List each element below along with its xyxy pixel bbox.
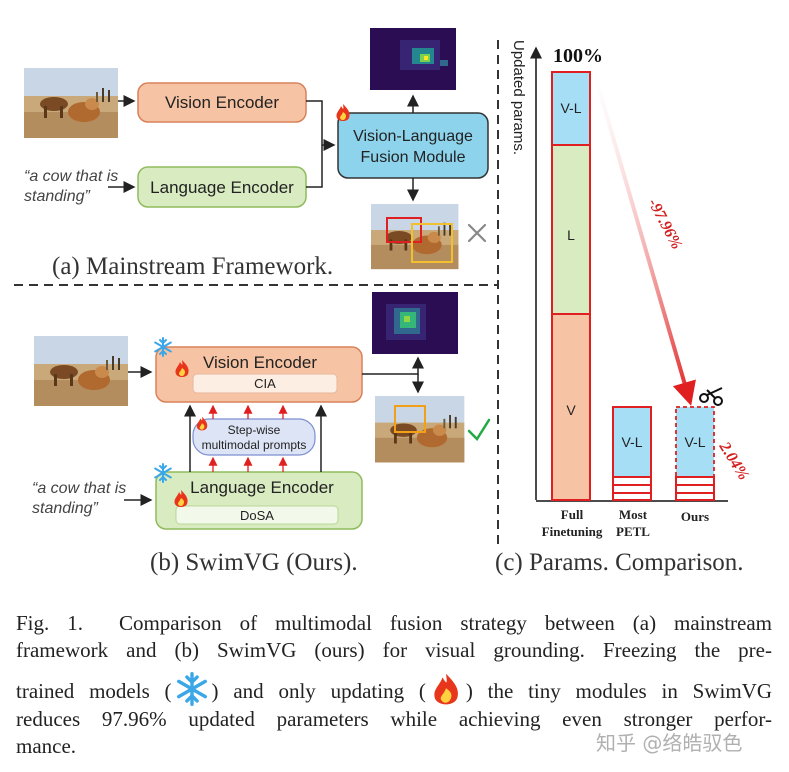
panel-a-fusion-module <box>337 112 489 179</box>
bar-most-petl-vl <box>612 406 652 478</box>
dosa-module <box>175 505 339 525</box>
bar-full-finetuning-v <box>551 313 591 501</box>
caption-line-5: mance. <box>16 734 77 758</box>
panel-a-vision-encoder <box>137 82 307 123</box>
caption-line-2: framework and (b) SwimVG (ours) for visu… <box>16 638 772 662</box>
bar-full-finetuning-l-label: L <box>567 227 575 243</box>
panel-b-query-line1: “a cow that is <box>32 480 126 497</box>
panel-a-fusion-label-line1: Vision-Language <box>353 128 473 145</box>
panel-b-output-image <box>375 396 465 463</box>
panel-a-vision-encoder-label: Vision Encoder <box>165 93 279 112</box>
bar-full-finetuning-vl-label: V-L <box>560 100 581 116</box>
xtick-petl-line1: Most <box>619 507 648 522</box>
caption-line-1: Comparison of multimodal fusion strategy… <box>118 611 773 635</box>
panel-a-heatmap <box>370 28 456 90</box>
panel-c-title: (c) Params. Comparison. <box>495 549 744 576</box>
panel-b-heatmap <box>372 292 458 354</box>
reduction-arrow <box>592 71 696 406</box>
panel-a-query-line2: standing” <box>24 188 90 205</box>
panel-a-fusion-label-line2: Fusion Module <box>361 149 466 166</box>
panel-b-vision-encoder-label: Vision Encoder <box>203 353 317 372</box>
bar-full-finetuning-v-label: V <box>566 402 576 418</box>
fire-icon <box>336 104 350 121</box>
panel-a-output-image <box>371 204 459 270</box>
bar-ours-label: V-L <box>684 434 705 450</box>
xtick-ours: Ours <box>681 509 709 524</box>
panel-b-language-encoder-label: Language Encoder <box>190 478 334 497</box>
step-wise-prompts <box>192 418 316 456</box>
caption-fig-label: Fig. 1. <box>16 611 83 635</box>
prompts-label-line2: multimodal prompts <box>202 438 307 452</box>
fire-icon <box>426 672 466 706</box>
panel-a-input-image <box>24 68 118 138</box>
cia-label: CIA <box>254 376 276 391</box>
caption-line-3c: ) the tiny modules in SwimVG <box>465 679 772 703</box>
panel-a-language-encoder-label: Language Encoder <box>150 178 294 197</box>
reduction-label: -97.96% <box>644 196 685 252</box>
bar-full-finetuning-l <box>551 144 591 315</box>
ours-percentage-label: 2.04% <box>715 438 752 483</box>
xtick-full-line2: Finetuning <box>542 524 603 539</box>
bar-most-petl-base <box>612 476 652 501</box>
snowflake-icon <box>172 672 212 706</box>
prompts-label-line1: Step-wise <box>228 423 281 437</box>
panel-b-title: (b) SwimVG (Ours). <box>150 549 358 576</box>
panel-b-query-line2: standing” <box>32 500 98 517</box>
figure-diagram: “a cow that is standing” Vision Encoder … <box>14 28 752 576</box>
panel-a: “a cow that is standing” Vision Encoder … <box>24 28 489 280</box>
xtick-petl-line2: PETL <box>616 524 650 539</box>
panel-b-input-image <box>34 336 128 406</box>
bar-full-finetuning-vl <box>551 71 591 146</box>
panel-a-title: (a) Mainstream Framework. <box>52 253 333 280</box>
panel-b: “a cow that is standing” Vision Encoder … <box>32 292 491 576</box>
bar-most-petl-label: V-L <box>621 434 642 450</box>
params-comparison-chart: Updated params. 100% V L V-L V-L V-L <box>495 40 752 576</box>
scissors-icon <box>699 387 723 406</box>
check-icon <box>467 418 491 441</box>
xtick-full-line1: Full <box>561 507 584 522</box>
watermark: 知乎 @络皓驭色 <box>596 731 743 755</box>
chart-ylabel: Updated params. <box>510 40 527 155</box>
caption-line-3a: trained models ( <box>16 679 172 703</box>
panel-a-query-line1: “a cow that is <box>24 168 118 185</box>
figure-caption: Fig. 1. Comparison of multimodal fusion … <box>16 610 772 760</box>
full-finetuning-top-label: 100% <box>553 45 603 67</box>
caption-line-3b: ) and only updating ( <box>211 679 426 703</box>
dosa-label: DoSA <box>240 508 274 523</box>
bar-ours-base <box>675 476 715 501</box>
caption-line-4: reduces 97.96% updated parameters while … <box>16 707 772 731</box>
cross-icon <box>467 223 487 243</box>
cia-module <box>192 373 338 394</box>
